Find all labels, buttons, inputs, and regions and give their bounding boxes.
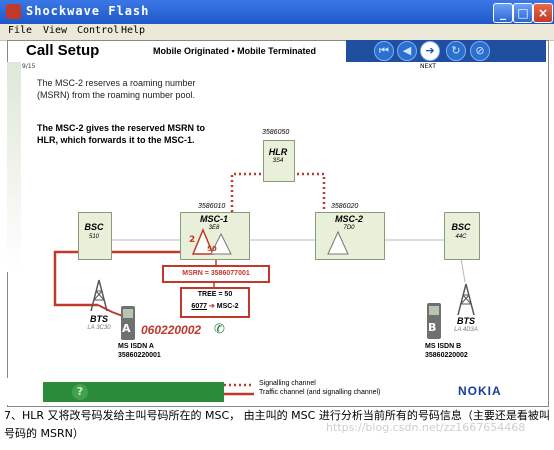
bts-left-tower-icon xyxy=(90,279,108,312)
msc2-switch-icon xyxy=(327,230,349,255)
hlr-number: 3586050 xyxy=(262,129,290,136)
ms-isdn-a-number: 35860220001 xyxy=(118,352,161,359)
bts-right-tower-icon xyxy=(457,283,475,316)
msc2-node xyxy=(315,212,385,260)
slide-title: Call Setup xyxy=(26,42,100,59)
side-band xyxy=(7,62,21,272)
window-title: Shockwave Flash xyxy=(26,4,150,18)
window-titlebar: Shockwave Flash xyxy=(0,0,554,24)
stop-button[interactable]: ⊘ xyxy=(470,41,490,61)
next-button[interactable]: ➔ xyxy=(420,41,440,61)
hlr-sub: 3S4 xyxy=(272,158,284,164)
msc1-label: MSC-1 xyxy=(199,214,228,224)
legend-traffic: Traffic channel (and signalling channel) xyxy=(259,389,381,396)
signalling-hlr-msc2 xyxy=(292,172,326,212)
hlr-node xyxy=(263,140,295,182)
close-button[interactable]: × xyxy=(533,3,553,23)
bts-left-sub: LA 3C30 xyxy=(87,325,111,331)
explanation-text-1: The MSC-2 reserves a roaming number (MSR… xyxy=(37,78,196,100)
legend-swatches xyxy=(224,383,254,396)
msc1-switch-icon xyxy=(191,228,232,255)
bts-right-sub: LA 4D3A xyxy=(454,327,478,333)
menu-control[interactable]: Control xyxy=(77,25,120,36)
mobile-a-phone-icon xyxy=(121,306,135,340)
signalling-msc1-hlr xyxy=(230,172,262,212)
menu-help[interactable]: Help xyxy=(121,25,146,36)
menu-file[interactable]: File xyxy=(8,25,33,36)
bsc-bts-right-link xyxy=(460,257,466,283)
explanation-text-2: The MSC-2 gives the reserved MSRN to HLR… xyxy=(37,123,206,145)
maximize-button[interactable]: □ xyxy=(513,3,533,23)
mobile-a-letter: A xyxy=(122,322,131,335)
msc1-step-50: 50 xyxy=(207,245,217,253)
bts-right-label: BTS xyxy=(457,316,475,326)
bts-left-label: BTS xyxy=(90,314,108,324)
mobile-b-phone-icon xyxy=(427,303,441,339)
legend-signalling: Signalling channel xyxy=(259,380,316,387)
ms-isdn-b-number: 35860220002 xyxy=(425,352,468,359)
page-number: 9/15 xyxy=(22,63,36,70)
bsc-right-label: BSC xyxy=(451,222,471,232)
help-icon[interactable]: ? xyxy=(72,384,88,400)
hlr-label: HLR xyxy=(268,147,288,157)
replay-button[interactable]: ↻ xyxy=(446,41,466,61)
routing-tree-box: TREE = 50 6077 ➔ MSC-2 xyxy=(180,287,250,318)
msc1-step-2: 2 xyxy=(189,235,196,245)
msc2-number: 3586020 xyxy=(331,203,359,210)
bsc-right-sub: 44C xyxy=(455,234,467,240)
minimize-button[interactable]: _ xyxy=(493,3,513,23)
ms-isdn-b-label: MS ISDN B xyxy=(425,343,462,350)
ms-isdn-a-label: MS ISDN A xyxy=(118,343,154,350)
bsc-right-node xyxy=(444,212,480,260)
nokia-logo: NOKIA xyxy=(458,384,502,398)
back-button[interactable]: ◀ xyxy=(397,41,417,61)
calling-number: 060220002 xyxy=(141,323,202,337)
tree-line-2: 6077 ➔ MSC-2 xyxy=(182,301,248,313)
tree-prefix: 6077 xyxy=(191,303,207,310)
footer-green-bar xyxy=(43,382,224,402)
caption-text: 7、HLR 又将改号码发给主叫号码所在的 MSC， 由主叫的 MSC 进行分析当… xyxy=(4,409,550,440)
msc2-sub: 7D0 xyxy=(343,225,355,231)
msrn-box: MSRN = 3586077001 xyxy=(162,265,270,283)
first-button[interactable]: ⏮ xyxy=(374,41,394,61)
msc2-label: MSC-2 xyxy=(334,214,363,224)
msc1-sub: 3E8 xyxy=(208,225,220,231)
msc1-number: 3586010 xyxy=(198,203,226,210)
phone-call-icon: ✆ xyxy=(214,322,225,337)
bsc-left-node xyxy=(78,212,112,260)
watermark-text: https://blog.csdn.net/zz1667654468 xyxy=(326,421,526,434)
tree-line-1: TREE = 50 xyxy=(197,291,233,298)
menu-view[interactable]: View xyxy=(43,25,68,36)
arrow-icon: ➔ xyxy=(208,303,215,310)
mobile-b-letter: B xyxy=(428,321,437,334)
bsc-left-sub: 510 xyxy=(88,234,99,240)
app-icon xyxy=(6,4,21,19)
mode-indicator: Mobile Originated • Mobile Terminated xyxy=(153,46,316,56)
next-label: NEXT xyxy=(420,63,436,70)
tree-target: MSC-2 xyxy=(216,303,239,310)
bsc-left-label: BSC xyxy=(84,222,104,232)
